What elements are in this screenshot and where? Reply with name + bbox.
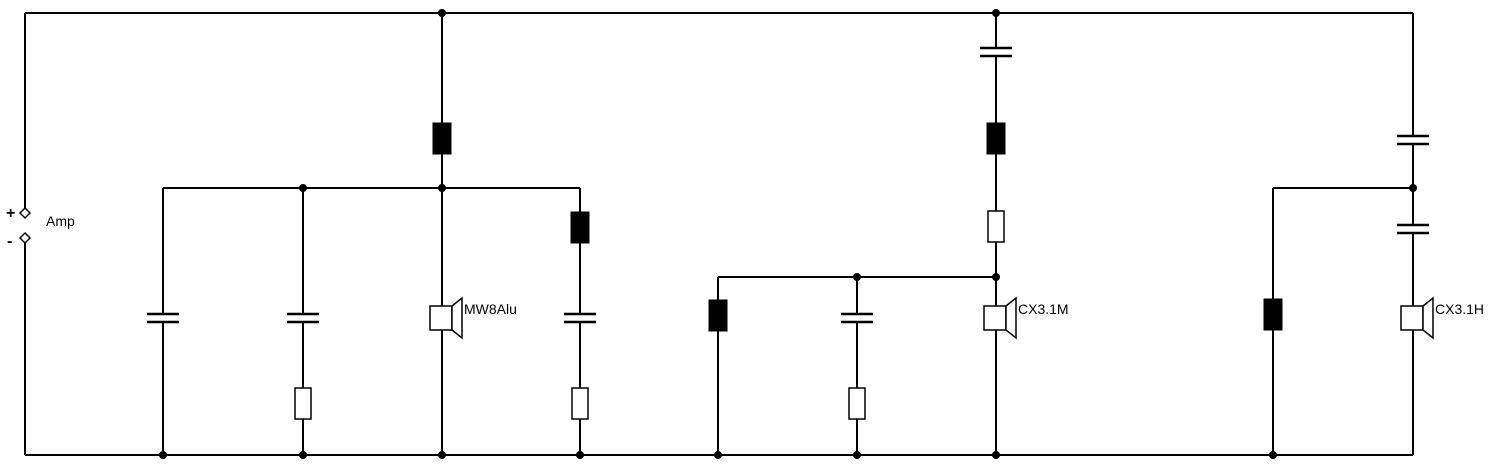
resistor-r3: [848, 387, 866, 420]
amp-terminals: + - Amp: [6, 205, 75, 250]
capacitor-c2: [285, 312, 321, 324]
junction-node: [299, 451, 307, 459]
junction-node: [159, 451, 167, 459]
speaker-mid: CX3.1M: [983, 296, 1069, 340]
junction-node: [438, 184, 446, 192]
capacitor-c4: [839, 312, 875, 324]
speaker-label-mid: CX3.1M: [1018, 301, 1069, 317]
capacitors: [145, 46, 1431, 324]
junction-node: [853, 273, 861, 281]
speaker-tweeter: CX3.1H: [1400, 296, 1484, 340]
speaker-cone: [451, 296, 463, 340]
amp-plus-sign: +: [6, 205, 15, 222]
capacitor-c5: [978, 46, 1014, 58]
speaker-cone: [1005, 296, 1017, 340]
inductor-l3: [708, 299, 728, 332]
amp-label: Amp: [46, 213, 75, 229]
junction-node: [1269, 451, 1277, 459]
inductor-l4: [986, 122, 1006, 155]
speaker-icon: [1400, 305, 1424, 331]
junction-node: [438, 451, 446, 459]
inductor-l2: [570, 211, 590, 244]
capacitor-c6: [1395, 134, 1431, 146]
junction-node: [1409, 184, 1417, 192]
junction-node: [438, 9, 446, 17]
inductors: [432, 122, 1283, 332]
capacitor-c1: [145, 312, 181, 324]
junction-node: [853, 451, 861, 459]
resistor-r4: [987, 210, 1005, 243]
speaker-label-tweeter: CX3.1H: [1435, 301, 1484, 317]
terminal-minus: [18, 231, 32, 245]
junction-node: [576, 451, 584, 459]
resistor-r2: [571, 387, 589, 420]
inductor-l5: [1263, 298, 1283, 331]
junction-node: [992, 9, 1000, 17]
capacitor-c3: [562, 312, 598, 324]
inductor-l1: [432, 122, 452, 155]
wires: [24, 12, 1414, 456]
speaker-label-woofer: MW8Alu: [464, 301, 517, 317]
speaker-woofer: MW8Alu: [429, 296, 517, 340]
junction-node: [714, 451, 722, 459]
speaker-icon: [983, 305, 1007, 331]
junction-node: [992, 451, 1000, 459]
junction-node: [299, 184, 307, 192]
resistors: [294, 210, 1005, 420]
speaker-icon: [429, 305, 453, 331]
junction-nodes: [159, 9, 1417, 459]
junction-node: [992, 273, 1000, 281]
speaker-cone: [1422, 296, 1434, 340]
amp-minus-sign: -: [7, 233, 12, 250]
terminal-plus: [18, 206, 32, 220]
capacitor-c7: [1395, 223, 1431, 235]
resistor-r1: [294, 387, 312, 420]
